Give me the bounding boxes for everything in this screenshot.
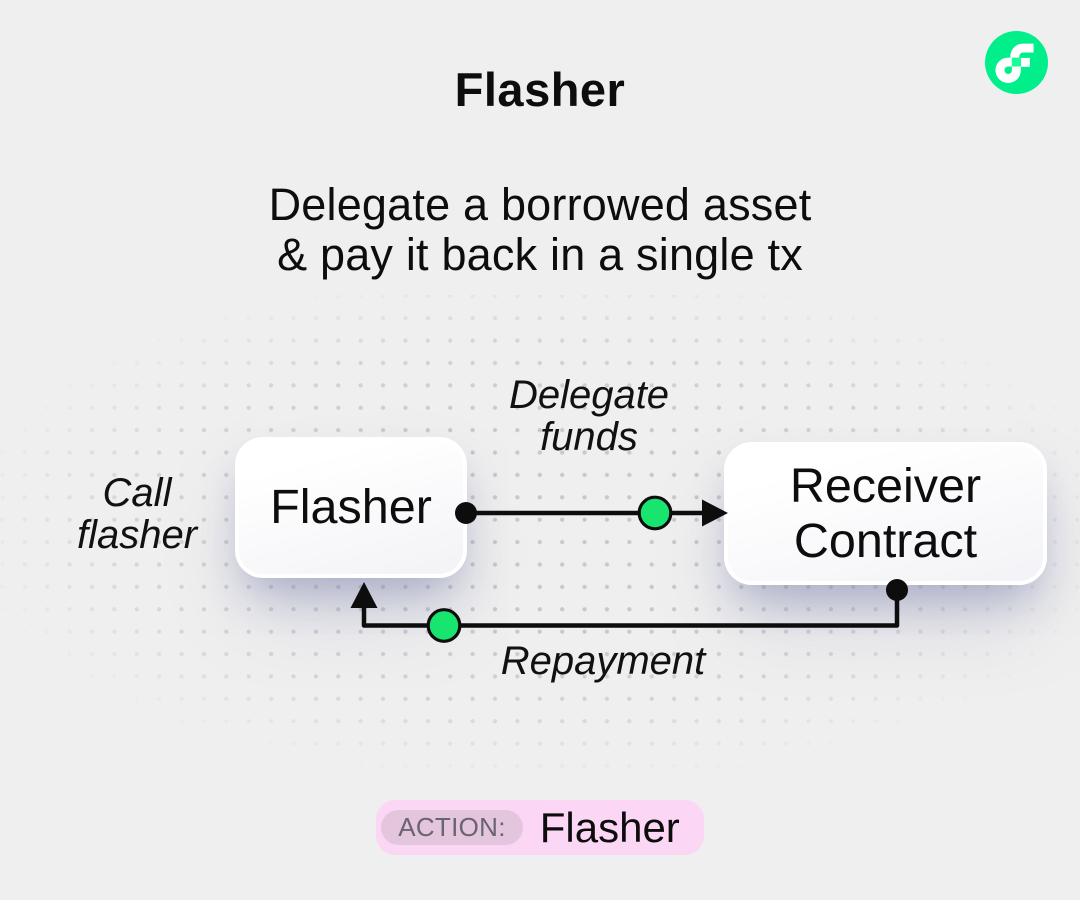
page-subtitle: Delegate a borrowed asset & pay it back …: [0, 180, 1080, 280]
subtitle-line-2: & pay it back in a single tx: [277, 229, 803, 280]
label-call-flasher-line-1: Call: [102, 471, 172, 515]
label-delegate-funds: Delegate funds: [489, 374, 689, 458]
label-delegate-funds-line-2: funds: [540, 415, 638, 459]
label-call-flasher-line-2: flasher: [76, 513, 198, 557]
action-pill: ACTION: Flasher: [376, 800, 704, 855]
node-flasher: Flasher: [235, 437, 467, 578]
label-repayment: Repayment: [500, 639, 706, 683]
action-bar: ACTION: Flasher: [0, 800, 1080, 855]
label-delegate-funds-line-1: Delegate: [508, 373, 670, 417]
flow-logo-icon: [985, 31, 1048, 94]
node-flasher-label: Flasher: [270, 480, 432, 534]
node-receiver-label-line-2: Contract: [793, 513, 978, 568]
action-badge: ACTION:: [381, 810, 523, 845]
subtitle-line-1: Delegate a borrowed asset: [268, 179, 812, 230]
node-receiver-label: Receiver Contract: [790, 459, 981, 569]
label-call-flasher: Call flasher: [37, 472, 237, 556]
page-title: Flasher: [454, 63, 626, 116]
node-receiver-contract: Receiver Contract: [724, 442, 1047, 585]
action-value: Flasher: [539, 803, 680, 851]
node-receiver-label-line-1: Receiver: [789, 458, 982, 513]
